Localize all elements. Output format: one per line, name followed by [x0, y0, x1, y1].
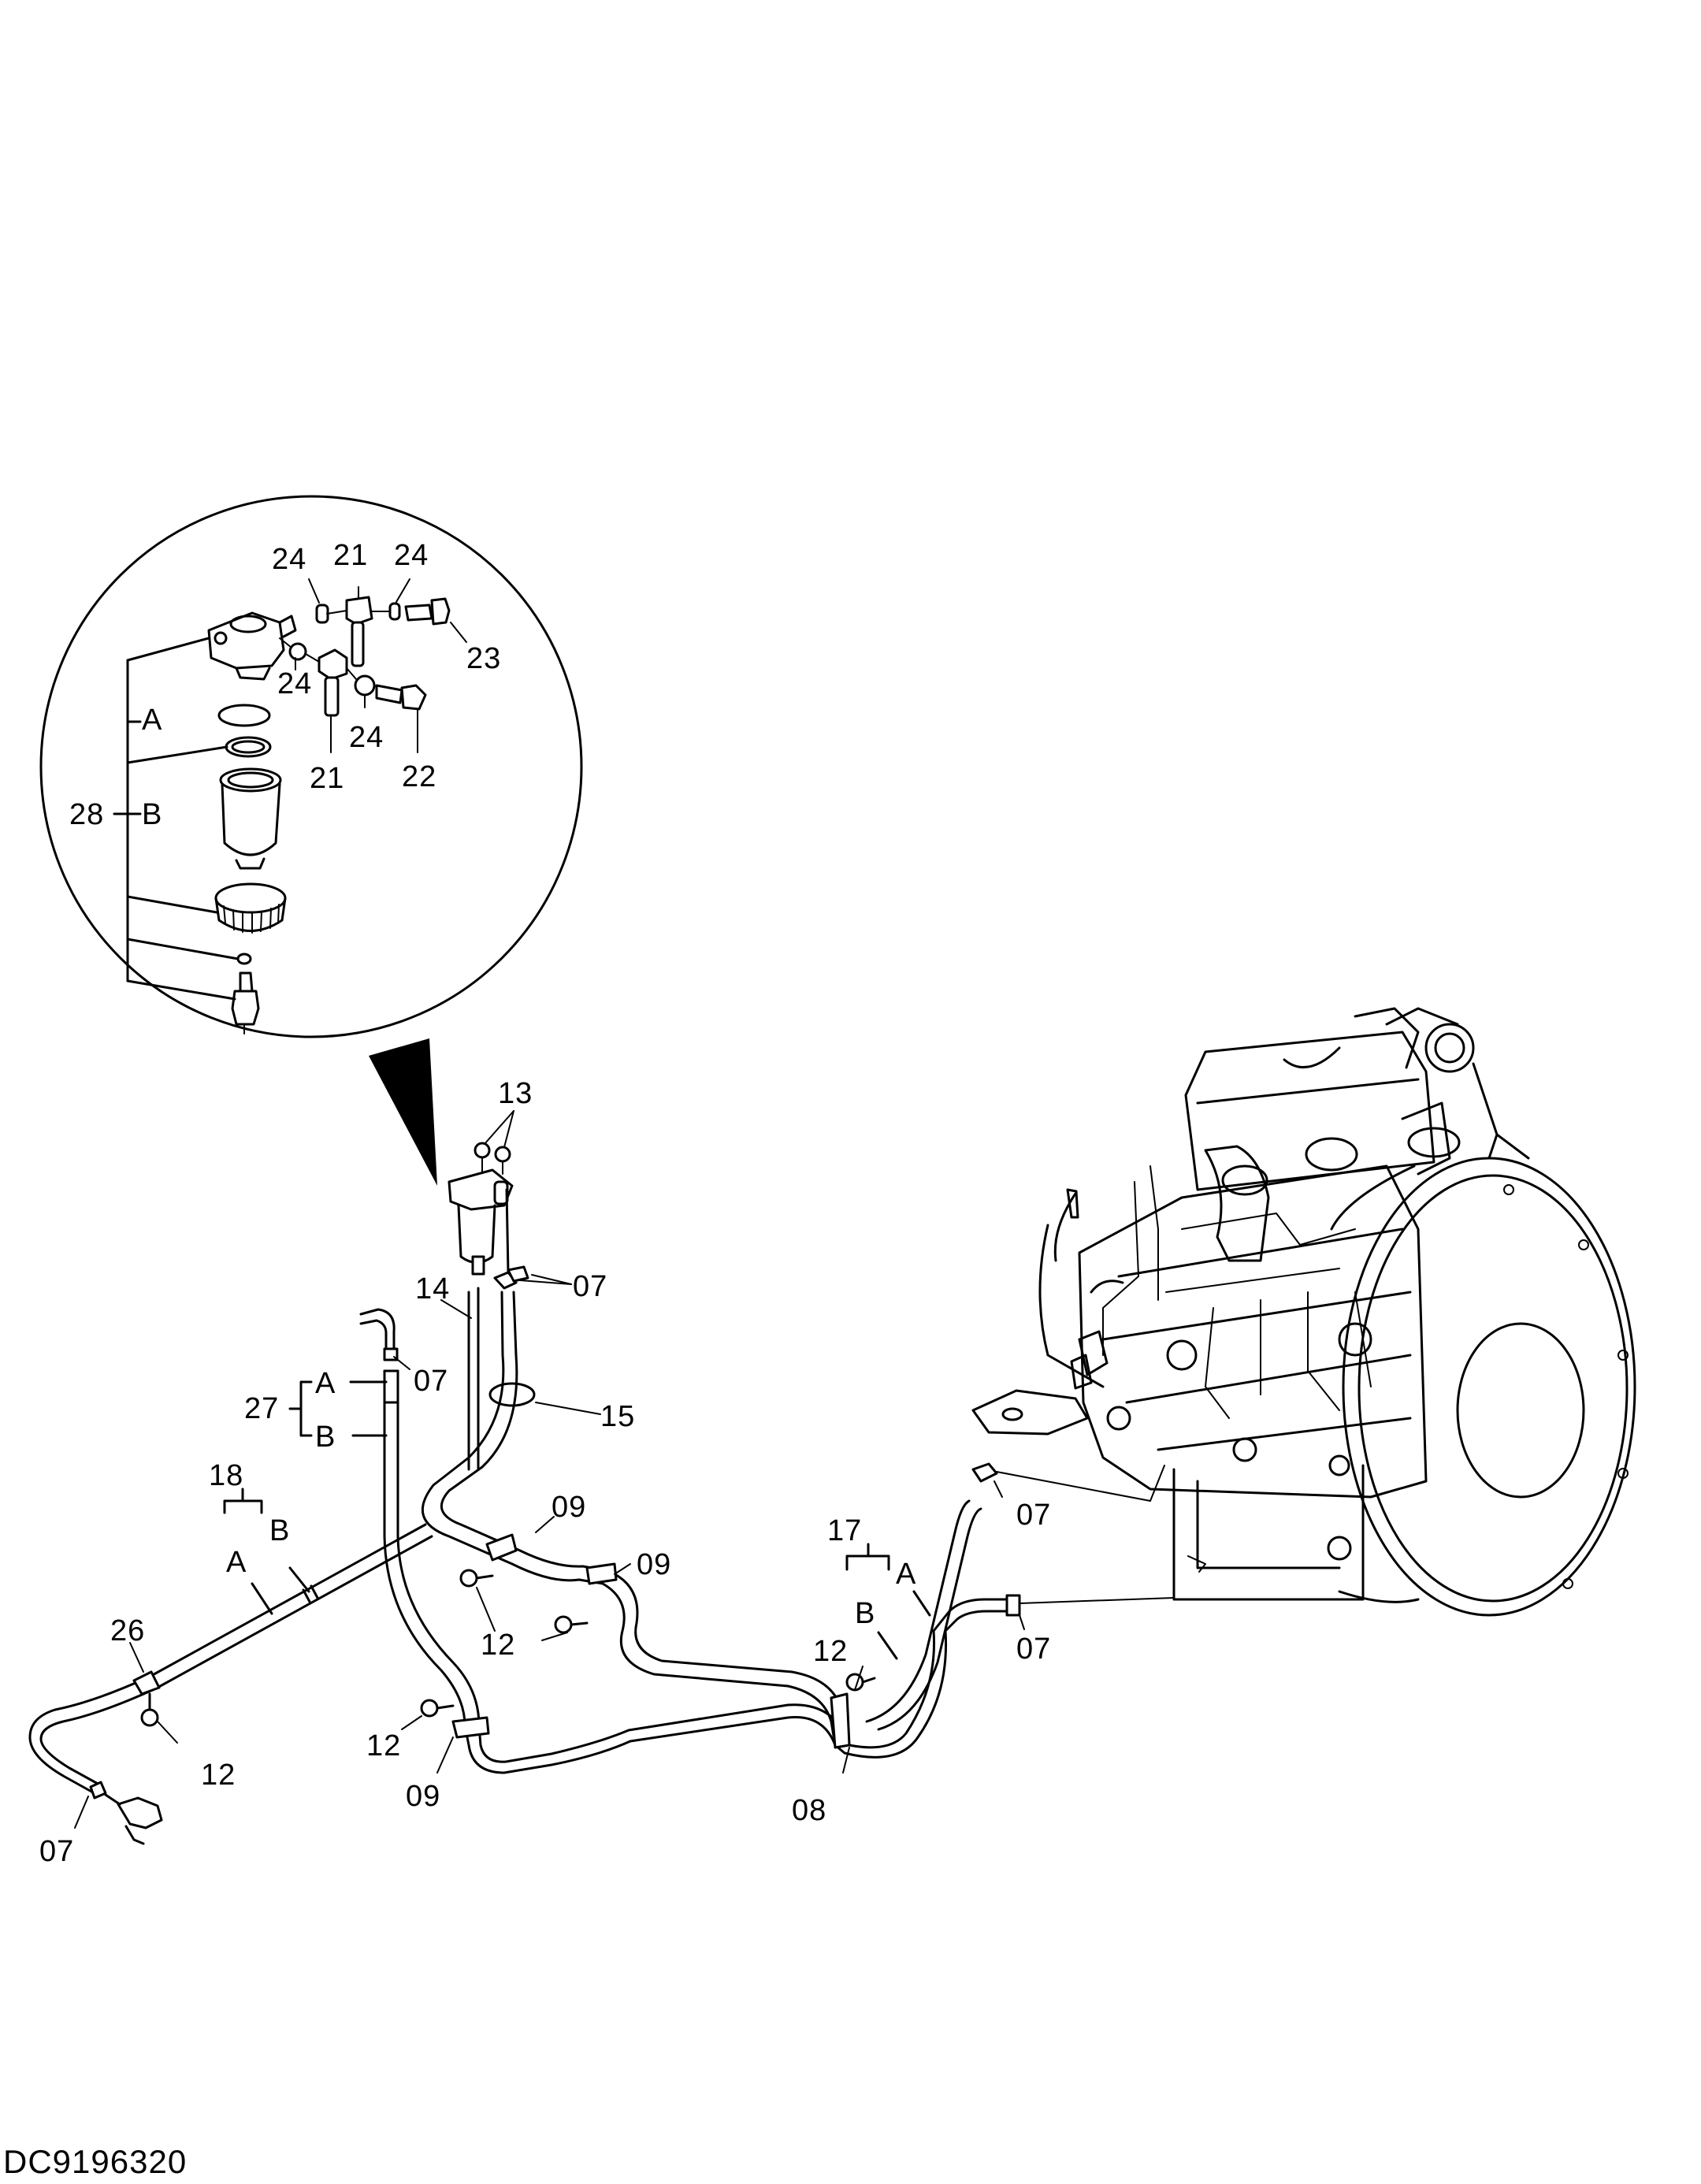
callout-26: 26 — [110, 1614, 145, 1647]
clamp-08 — [830, 1692, 851, 1749]
callout-b: B — [269, 1514, 290, 1547]
callout-a: A — [226, 1546, 247, 1579]
filter-head — [207, 611, 297, 681]
callout-24: 24 — [349, 721, 384, 754]
clamp-09-upper — [485, 1533, 518, 1562]
callout-23: 23 — [466, 642, 501, 675]
clamp-26 — [132, 1670, 161, 1696]
callout-12: 12 — [201, 1759, 236, 1792]
callout-a: A — [142, 704, 162, 737]
fuel-hoses — [28, 1287, 1175, 1845]
detail-circle — [39, 495, 583, 1038]
washer-lower-left — [288, 642, 307, 661]
callout-17: 17 — [827, 1514, 862, 1547]
bracket-18 — [223, 1488, 310, 1615]
detail-pointer — [369, 1038, 437, 1186]
bolt-12-e — [140, 1708, 159, 1727]
engine — [971, 1007, 1636, 1617]
bolt-12-c — [420, 1699, 439, 1718]
bolt-lower — [375, 684, 403, 704]
filter-assembly-installed — [448, 1110, 572, 1290]
callout-a: A — [315, 1367, 336, 1400]
bracket-27 — [288, 1380, 388, 1437]
clamp-09-lower — [451, 1716, 490, 1739]
callout-09: 09 — [552, 1491, 586, 1524]
callout-b: B — [855, 1597, 875, 1630]
callout-24: 24 — [394, 539, 429, 572]
callout-b: B — [315, 1421, 336, 1454]
bracket-17 — [845, 1543, 931, 1660]
o-ring — [217, 704, 271, 727]
callout-13: 13 — [498, 1077, 533, 1110]
callout-b: B — [142, 798, 162, 831]
washer-lower-right — [354, 674, 376, 696]
bolt-12-a — [459, 1569, 478, 1588]
callout-14: 14 — [415, 1272, 450, 1306]
fitting-07-engine-upper — [971, 1462, 998, 1483]
washer-upper-right — [388, 602, 401, 621]
clamp-15 — [488, 1382, 536, 1407]
callout-08: 08 — [792, 1794, 826, 1827]
callout-22: 22 — [402, 760, 436, 793]
callout-21: 21 — [310, 762, 344, 795]
bolt-13-left — [474, 1142, 491, 1159]
callout-07: 07 — [1016, 1499, 1051, 1532]
hose-18 — [148, 1523, 427, 1678]
callout-12: 12 — [366, 1729, 401, 1762]
banjo-fitting-upper — [345, 596, 373, 626]
callout-28: 28 — [69, 798, 104, 831]
part-labels: 24 21 24 23 24 24 22 21 A 28 B 13 14 07 … — [39, 539, 1051, 1868]
fitting-07-lower-left — [117, 1796, 163, 1829]
callout-07: 07 — [414, 1365, 448, 1398]
callout-24: 24 — [272, 543, 306, 576]
hose-17-b — [848, 1629, 936, 1749]
filter-element — [219, 767, 282, 870]
bolt-12-b — [554, 1615, 573, 1634]
small-o-ring — [236, 953, 252, 965]
hose-15 — [421, 1291, 837, 1747]
bolt-13-right — [494, 1146, 511, 1163]
callout-09: 09 — [406, 1780, 440, 1813]
clamp-09-mid — [585, 1562, 618, 1585]
bolt-upper — [404, 604, 433, 622]
flywheel-housing — [1342, 1157, 1636, 1617]
callout-21: 21 — [333, 539, 368, 572]
callout-18: 18 — [209, 1459, 243, 1492]
hose-17-a — [865, 1499, 971, 1723]
washer-upper-left — [315, 604, 329, 624]
callout-24: 24 — [277, 667, 312, 700]
drain-plug — [231, 971, 260, 1034]
callout-12: 12 — [481, 1629, 515, 1662]
leader-lines — [74, 1356, 1025, 1829]
hose-27 — [383, 1369, 470, 1747]
callout-27: 27 — [244, 1392, 279, 1425]
callout-07: 07 — [1016, 1632, 1051, 1666]
callout-15: 15 — [600, 1400, 635, 1433]
callout-07: 07 — [39, 1835, 74, 1868]
banjo-fitting-lower — [318, 648, 348, 681]
callout-07: 07 — [573, 1270, 607, 1303]
bracket-28 — [113, 637, 240, 1001]
detail-view-fuel-filter — [39, 495, 583, 1186]
callout-12: 12 — [813, 1635, 848, 1668]
bowl-ring — [214, 882, 287, 934]
callout-09: 09 — [637, 1548, 671, 1581]
drawing-number: DC9196320 — [3, 2143, 188, 2180]
callout-a: A — [896, 1558, 916, 1591]
